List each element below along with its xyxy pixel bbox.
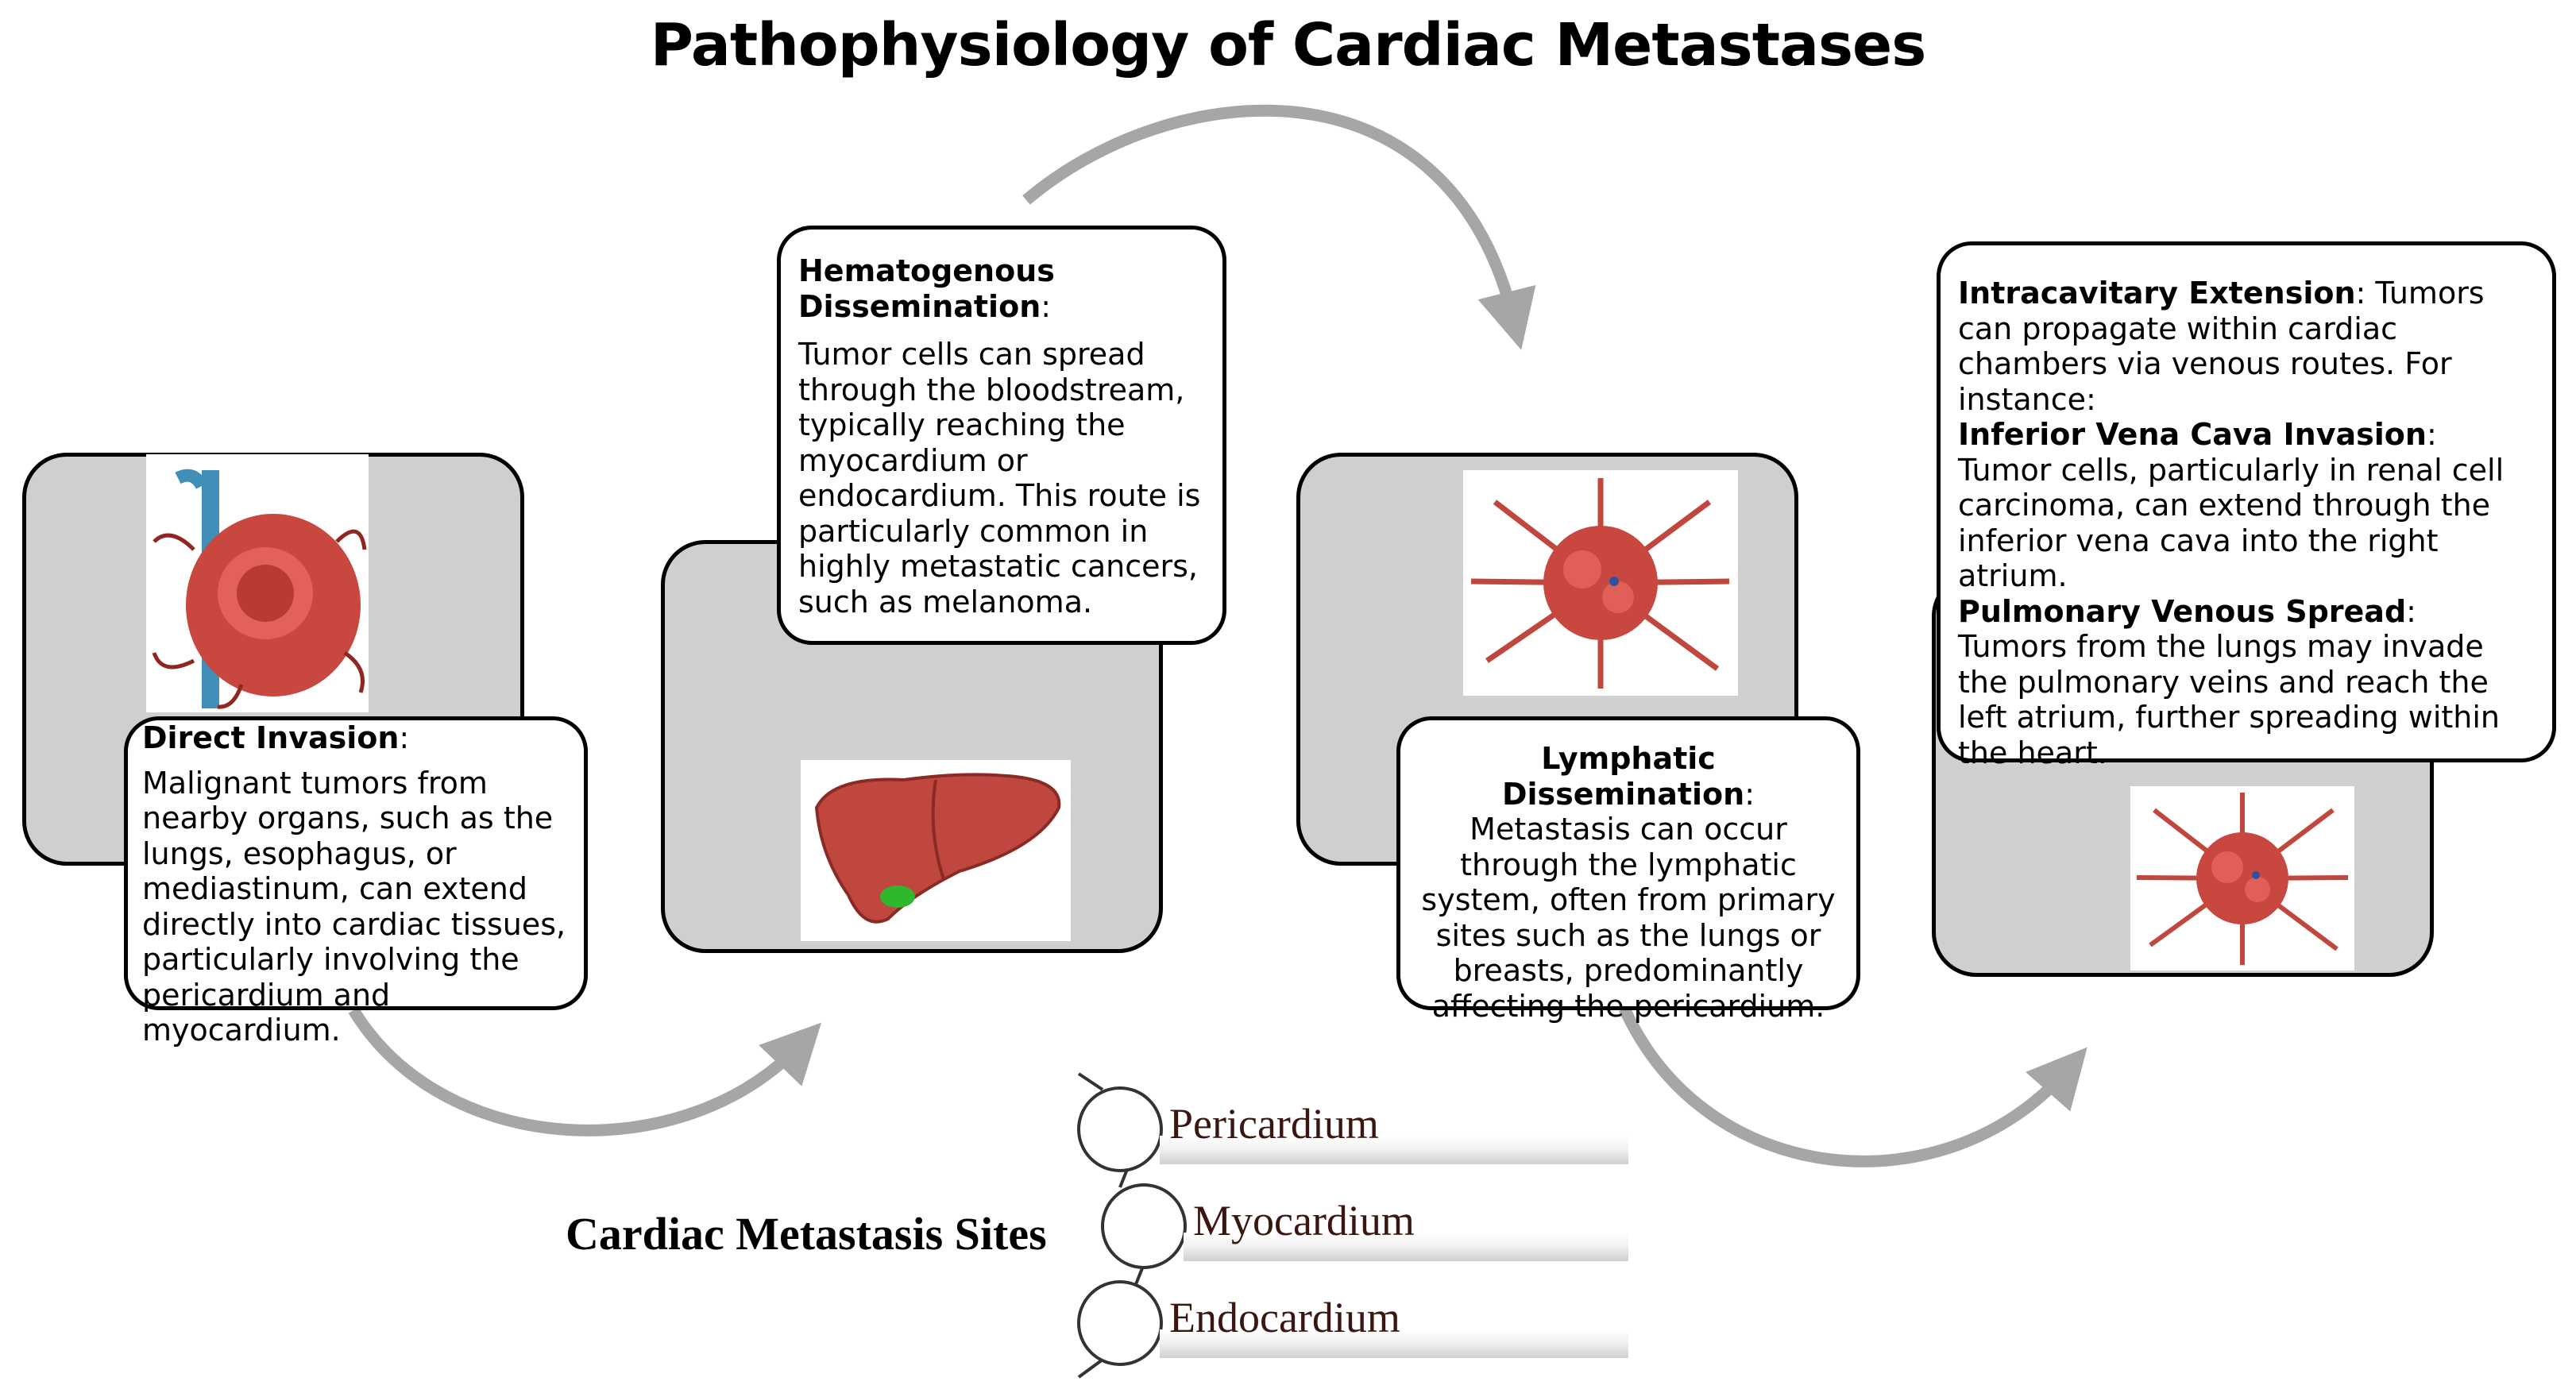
heart-tumor-illustration <box>146 454 369 712</box>
site-pericardium: Pericardium <box>1169 1100 1379 1148</box>
intracavitary-body: : Tumors can propagate within cardiac ch… <box>1958 276 2485 417</box>
site-endocardium: Endocardium <box>1169 1294 1400 1341</box>
site-bar-pericardium <box>1160 1136 1628 1164</box>
site-bar-myocardium <box>1184 1233 1628 1261</box>
hematogenous-card: Hematogenous Dissemination: Tumor cells … <box>777 226 1226 645</box>
ivc-body: : Tumor cells, particularly in renal cel… <box>1958 417 2505 593</box>
arrow-lymphatic-to-intracavitary <box>1619 1005 2087 1167</box>
direct-invasion-body: Malignant tumors from nearby organs, suc… <box>142 765 566 1048</box>
site-myocardium: Myocardium <box>1193 1197 1415 1244</box>
site-bar-endocardium <box>1160 1329 1628 1358</box>
lymphatic-heading: Lymphatic Dissemination <box>1501 741 1745 812</box>
direct-invasion-colon: : <box>399 720 410 755</box>
hematogenous-heading: Hematogenous Dissemination <box>798 253 1055 324</box>
direct-invasion-card: Direct Invasion: Malignant tumors from n… <box>124 716 588 1048</box>
arrow-direct-to-hematogenous <box>348 1007 822 1136</box>
hematogenous-colon: : <box>1041 288 1052 324</box>
sites-title: Cardiac Metastasis Sites <box>566 1208 1047 1260</box>
direct-invasion-heading: Direct Invasion <box>142 720 400 755</box>
hematogenous-body: Tumor cells can spread through the blood… <box>798 337 1201 619</box>
intracavitary-tumor-illustration <box>2130 786 2354 970</box>
lymphatic-tumor-illustration <box>1463 470 1738 696</box>
lymphatic-card: Lymphatic Dissemination: Metastasis can … <box>1396 716 1860 1024</box>
intracavitary-card: Intracavitary Extension: Tumors can prop… <box>1937 241 2556 770</box>
lymphatic-colon: : <box>1744 776 1755 812</box>
ivc-heading: Inferior Vena Cava Invasion <box>1958 417 2427 452</box>
intracavitary-heading: Intracavitary Extension <box>1958 276 2356 311</box>
pulmonary-venous-heading: Pulmonary Venous Spread <box>1958 593 2407 629</box>
lymphatic-body: Metastasis can occur through the lymphat… <box>1421 812 1836 1024</box>
page-title: Pathophysiology of Cardiac Metastases <box>650 11 1927 79</box>
pulmonary-venous-body: : Tumors from the lungs may invade the p… <box>1958 593 2500 770</box>
arrow-hematogenous-to-lymphatic <box>1022 104 1536 350</box>
liver-illustration <box>801 760 1071 941</box>
